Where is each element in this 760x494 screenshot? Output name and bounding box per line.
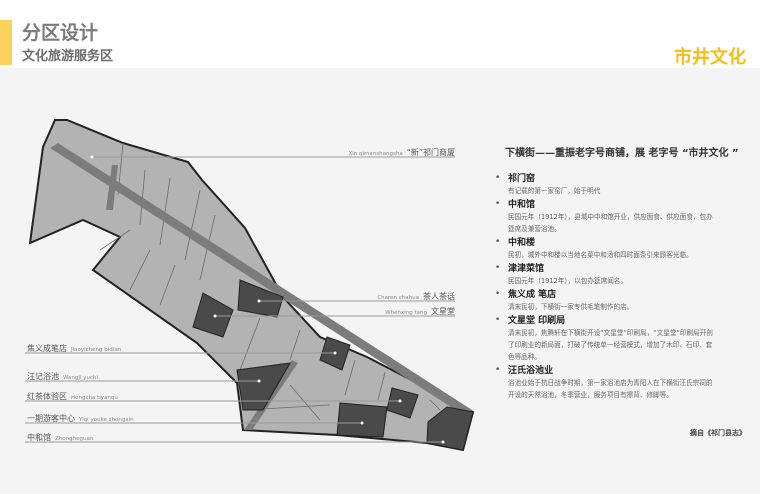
list-item: •中和馆民国元年（1912年），县城中中和馆开业，供应面食、供应面食，包办筵席及…	[495, 199, 713, 233]
panel-heading: 下横街——重振老字号商铺，展 老字号 “市井文化 ”	[505, 148, 739, 159]
leader-lines	[25, 156, 455, 443]
list-item: •焦义成 笔店清末民初，下横街一家专供毛笔制作的店。	[495, 289, 634, 311]
highlighted-blocks	[192, 279, 474, 451]
label-qimen-mall: Xin qimenshangsha“新”祁门商厦	[348, 148, 456, 157]
source-citation: 摘自《祁门县志》	[690, 429, 746, 437]
info-panel: 下横街——重振老字号商铺，展 老字号 “市井文化 ” •祁门窑有记载的第一家窑厂…	[493, 144, 758, 403]
accent-bar	[0, 20, 12, 65]
list-item: •津津菜馆民国元年（1912年），以包办筵席闻名。	[495, 263, 627, 285]
list-item: •汪氏浴池业浴池业始于抗日战争时期，第一家浴池店为青阳人在下横街汪氏宗祠前开设的…	[495, 365, 713, 399]
page-title: 分区设计	[22, 22, 99, 44]
list-item: •祁门窑有记载的第一家窑厂，始于明代	[495, 173, 601, 195]
page-subtitle: 文化旅游服务区	[22, 49, 114, 64]
header: 分区设计 文化旅游服务区 市井文化	[0, 0, 760, 68]
list-item: •中和楼民初，城外中和楼以当地名菜中和汤和四时面条引来顾客光临。	[495, 237, 693, 259]
section-title: 市井文化	[674, 47, 746, 68]
list-item: •文星堂 印刷局清末民初，焦腾轩在下横街开设“文星堂”印刷局，“文星堂”印刷局开…	[495, 315, 713, 361]
main-street	[50, 143, 472, 418]
side-street	[106, 165, 118, 210]
